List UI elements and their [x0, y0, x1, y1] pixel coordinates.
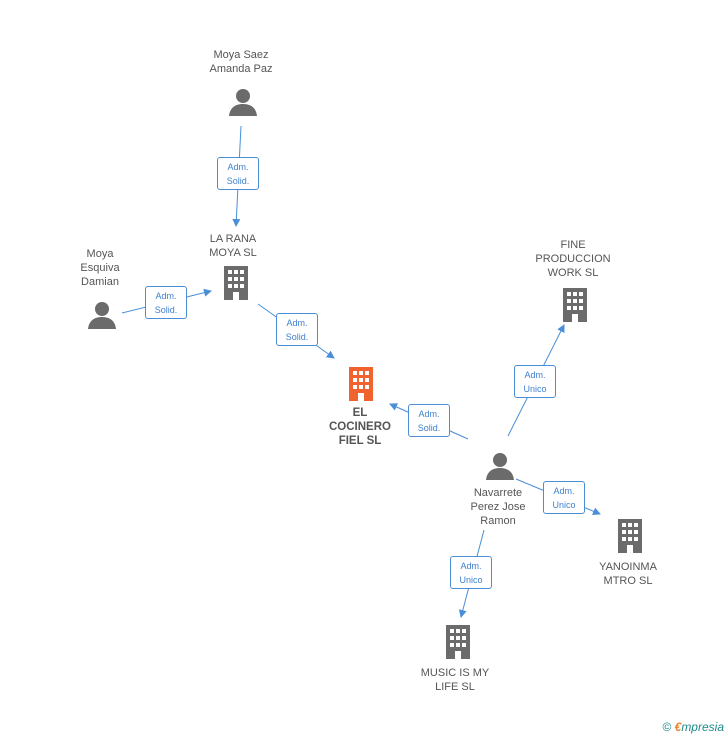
edge-label-larana-cocinero: Adm. Solid.	[276, 313, 318, 346]
edge-label-navarrete-yanoinma: Adm. Unico	[543, 481, 585, 514]
brand-name: mpresia	[681, 720, 724, 734]
node-label: MUSIC IS MY LIFE SL	[420, 667, 490, 693]
node-la-rana[interactable]: LA RANA MOYA SL	[183, 232, 283, 260]
copyright-symbol: ©	[662, 720, 672, 734]
building-icon[interactable]	[560, 288, 590, 322]
building-icon[interactable]	[346, 367, 376, 401]
node-label: Moya Saez Amanda Paz	[209, 49, 273, 75]
edge-label-saez-larana: Adm. Solid.	[217, 157, 259, 190]
node-label: Navarrete Perez Jose Ramon	[470, 487, 526, 527]
person-icon[interactable]	[485, 451, 515, 481]
edge-label-navarrete-fine: Adm. Unico	[514, 365, 556, 398]
building-icon[interactable]	[221, 266, 251, 300]
node-label: YANOINMA MTRO SL	[599, 561, 657, 587]
building-icon[interactable]	[615, 519, 645, 553]
node-label: Moya Esquiva Damian	[80, 248, 120, 288]
node-label: FINE PRODUCCION WORK SL	[535, 239, 611, 279]
node-moya-saez[interactable]: Moya Saez Amanda Paz	[191, 48, 291, 76]
brand-e: €	[674, 720, 682, 734]
node-navarrete[interactable]: Navarrete Perez Jose Ramon	[448, 486, 548, 528]
brand-footer: © €mpresia	[662, 720, 724, 734]
node-fine-produccion[interactable]: FINE PRODUCCION WORK SL	[523, 238, 623, 280]
node-el-cocinero[interactable]: EL COCINERO FIEL SL	[310, 406, 410, 448]
edge-label-esquiva-larana: Adm. Solid.	[145, 286, 187, 319]
edge-label-navarrete-cocinero: Adm. Solid.	[408, 404, 450, 437]
person-icon[interactable]	[228, 87, 258, 117]
person-icon[interactable]	[87, 300, 117, 330]
building-icon[interactable]	[443, 625, 473, 659]
node-label: EL COCINERO FIEL SL	[329, 407, 391, 447]
node-moya-esquiva[interactable]: Moya Esquiva Damian	[60, 247, 140, 289]
node-yanoinma[interactable]: YANOINMA MTRO SL	[578, 560, 678, 588]
node-label: LA RANA MOYA SL	[209, 233, 257, 259]
node-music[interactable]: MUSIC IS MY LIFE SL	[405, 666, 505, 694]
edge-label-navarrete-music: Adm. Unico	[450, 556, 492, 589]
